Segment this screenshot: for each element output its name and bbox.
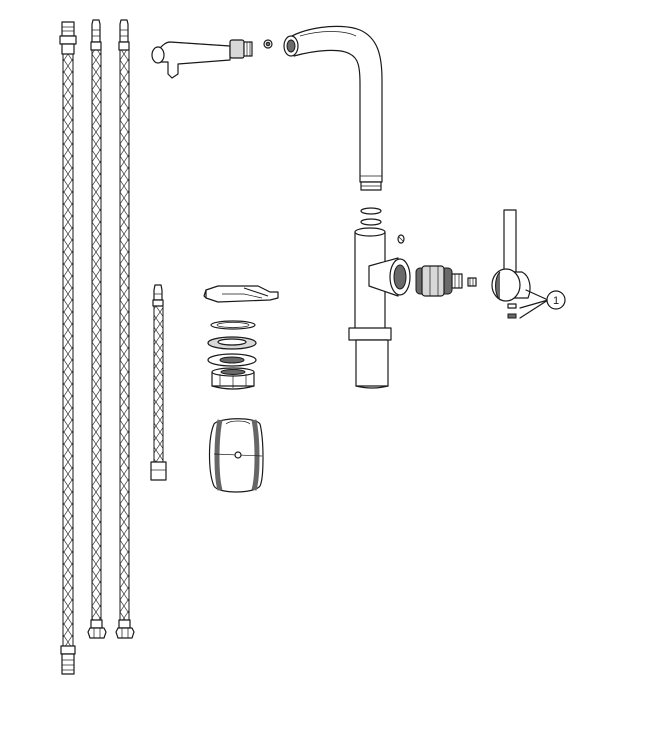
spray-head: [151, 39, 253, 79]
cartridge-stem: [467, 277, 477, 287]
supply-hose-middle: [87, 19, 107, 639]
mounting-plate: [203, 285, 279, 303]
cartridge: [415, 265, 463, 297]
spout-o-ring-upper: [360, 207, 382, 215]
spout-o-ring-lower: [360, 218, 382, 226]
lock-nut: [211, 367, 255, 390]
mixer-body: [348, 227, 411, 389]
rubber-washer: [207, 336, 257, 350]
support-block: [208, 418, 264, 493]
seal-ring: [210, 320, 256, 330]
supply-hose-right: [115, 19, 135, 639]
spout: [283, 25, 383, 191]
supply-hose-long: [59, 21, 77, 675]
lever-handle: [491, 209, 531, 302]
set-screw: [397, 234, 405, 244]
handle-screw-upper: [507, 303, 517, 309]
handle-screw-lower: [507, 313, 517, 319]
metal-washer: [207, 353, 257, 367]
callout-1: 1: [519, 289, 566, 319]
short-hose: [150, 284, 167, 481]
spray-connector-nut: [263, 39, 273, 49]
callout-label: 1: [553, 295, 559, 307]
